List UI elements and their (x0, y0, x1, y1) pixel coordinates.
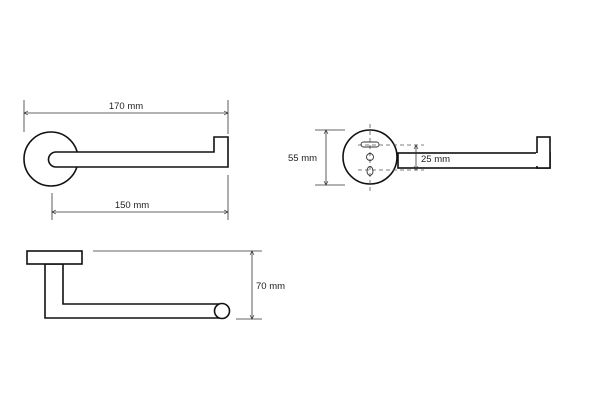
arm-side (44, 263, 223, 319)
keyhole-slot (360, 141, 380, 148)
top-view: 170 mm 150 mm (23, 100, 229, 220)
base-plate (26, 250, 83, 265)
arm-hook-front (536, 136, 551, 169)
arm-top (47, 136, 229, 168)
center-hole (366, 153, 374, 161)
side-view: 70 mm (26, 250, 285, 320)
dim-label-170: 170 mm (109, 101, 143, 112)
dim-label-150: 150 mm (115, 200, 149, 211)
dim-label-55: 55 mm (288, 153, 317, 164)
dim-label-70: 70 mm (256, 281, 285, 292)
dim-label-25: 25 mm (421, 154, 450, 165)
arm-end (213, 302, 231, 320)
front-view: 55 mm 25 mm (288, 124, 551, 192)
lower-hole (366, 166, 374, 176)
